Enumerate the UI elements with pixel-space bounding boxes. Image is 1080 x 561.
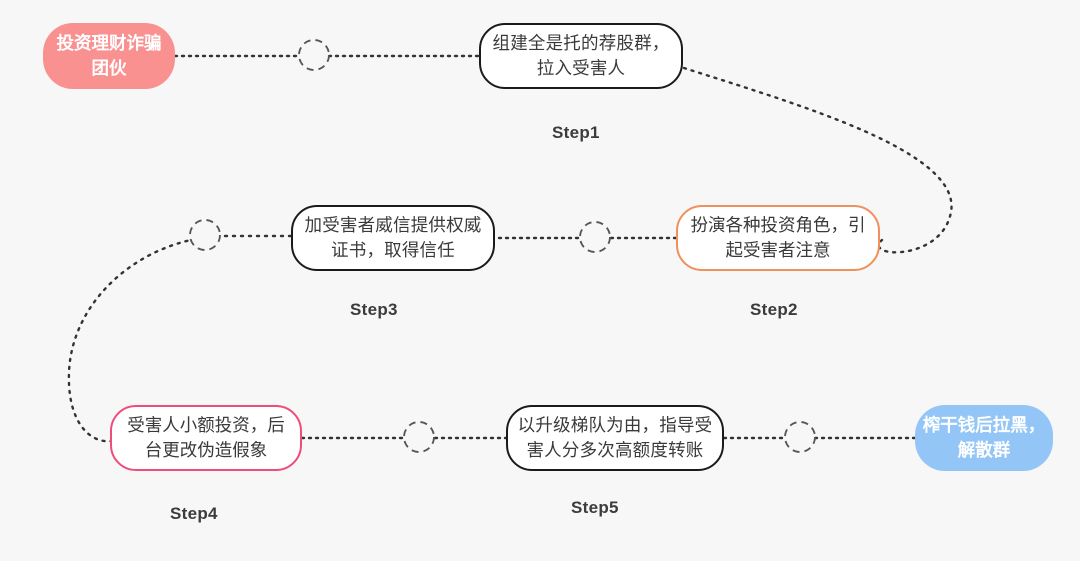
node-step1[interactable]: 组建全是托的荐股群， 拉入受害人 <box>479 23 683 89</box>
step3-label: Step3 <box>350 300 398 319</box>
connector-dot-3 <box>189 219 221 251</box>
step1-label: Step1 <box>552 123 600 142</box>
node-start[interactable]: 投资理财诈骗 团伙 <box>43 23 175 89</box>
node-end[interactable]: 榨干钱后拉黑， 解散群 <box>915 405 1053 471</box>
node-step2[interactable]: 扮演各种投资角色，引 起受害者注意 <box>676 205 880 271</box>
step5-label: Step5 <box>571 498 619 517</box>
node-step3[interactable]: 加受害者威信提供权威 证书，取得信任 <box>291 205 495 271</box>
node-step4[interactable]: 受害人小额投资，后 台更改伪造假象 <box>110 405 302 471</box>
step2-label: Step2 <box>750 300 798 319</box>
connector-dot-1 <box>298 39 330 71</box>
connector-dot-2 <box>579 221 611 253</box>
step4-label: Step4 <box>170 504 218 523</box>
connector-dot-4 <box>403 421 435 453</box>
node-step5[interactable]: 以升级梯队为由，指导受 害人分多次高额度转账 <box>506 405 724 471</box>
connector-dot-5 <box>784 421 816 453</box>
